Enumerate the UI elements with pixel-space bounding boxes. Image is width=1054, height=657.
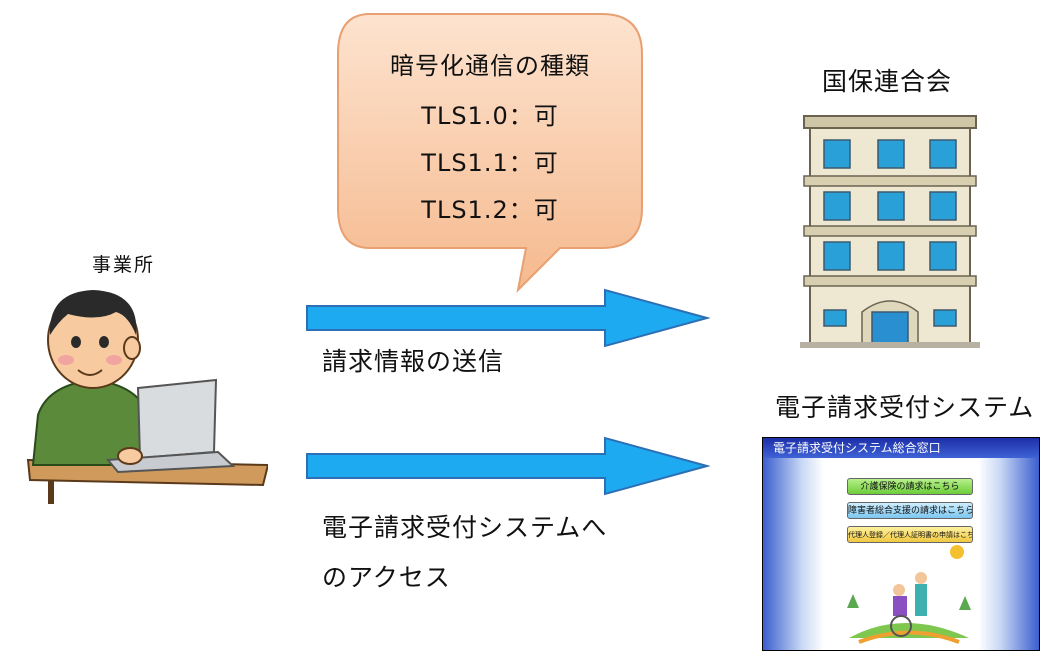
bubble-line-tls10: TLS1.0：可 — [421, 102, 559, 130]
building-icon — [800, 115, 980, 348]
speech-bubble — [337, 13, 643, 294]
send-label: 請求情報の送信 — [322, 347, 505, 376]
shogai-claim-button[interactable]: 障害者総合支援の請求はこちら — [847, 502, 973, 519]
care-illustration-icon — [847, 545, 971, 644]
kaigo-claim-button[interactable]: 介護保険の請求はこちら — [847, 478, 973, 495]
agent-registration-button[interactable]: 代理人登録／代理人証明書の申請はこちら — [847, 526, 973, 543]
screen-body: 介護保険の請求はこちら 障害者総合支援の請求はこちら 代理人登録／代理人証明書の… — [763, 458, 1039, 650]
office-worker-icon — [26, 290, 268, 504]
system-label: 電子請求受付システム — [775, 393, 1035, 422]
access-arrow — [306, 436, 710, 496]
bubble-title: 暗号化通信の種類 — [390, 52, 590, 80]
bubble-line-tls12: TLS1.2：可 — [421, 196, 559, 224]
access-label-line1: 電子請求受付システムへ — [322, 513, 608, 542]
federation-label: 国保連合会 — [822, 67, 953, 96]
send-arrow — [306, 288, 710, 348]
office-label: 事業所 — [92, 254, 156, 276]
screen-title: 電子請求受付システム総合窓口 — [763, 438, 1039, 458]
access-label-line2: のアクセス — [322, 563, 451, 592]
bubble-line-tls11: TLS1.1：可 — [421, 149, 559, 177]
system-screenshot: 電子請求受付システム総合窓口 介護保険の請求はこちら 障害者総合支援の請求はこち… — [762, 437, 1040, 651]
